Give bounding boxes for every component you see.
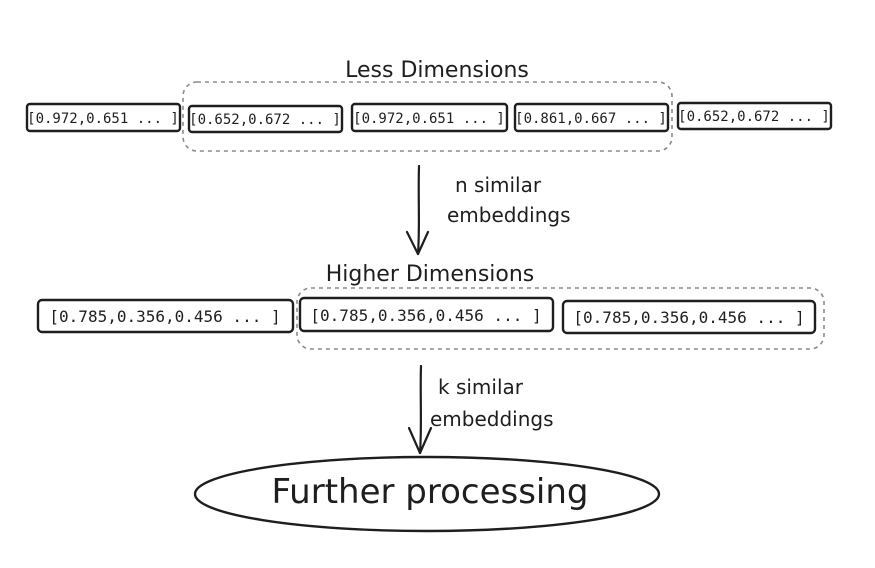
higher-dimensions-group-outline: [296, 287, 825, 350]
vector-value: [0.652,0.672 ... ]: [678, 109, 830, 125]
vector-box: [561, 299, 817, 335]
higher-dimensions-title: Higher Dimensions: [326, 262, 535, 287]
higher-vector-1: [0.785,0.356,0.456 ... ]: [36, 298, 295, 334]
less-vector-2: [0.652,0.672 ... ]: [187, 104, 344, 134]
less-vector-5: [0.652,0.672 ... ]: [676, 101, 833, 131]
arrow-down-2: [407, 364, 433, 455]
arrow1-label-line1: n similar: [455, 173, 542, 197]
higher-vector-3: [0.785,0.356,0.456 ... ]: [561, 299, 817, 335]
vector-box: [513, 102, 670, 133]
arrow-down-1: [405, 164, 430, 256]
vector-value: [0.785,0.356,0.456 ... ]: [49, 307, 280, 326]
vector-box: [36, 298, 295, 334]
vector-box: [298, 296, 555, 333]
vector-box: [676, 101, 833, 131]
vector-box: [350, 102, 509, 133]
vector-box: [25, 102, 182, 133]
arrow1-label-line2: embeddings: [447, 203, 571, 227]
vector-box: [187, 104, 344, 134]
higher-vector-2: [0.785,0.356,0.456 ... ]: [298, 296, 555, 333]
arrow2-label-line2: embeddings: [430, 407, 554, 431]
arrow-shaft: [416, 164, 421, 256]
arrow2-label-line1: k similar: [438, 375, 524, 399]
vector-value: [0.972,0.651 ... ]: [27, 111, 179, 127]
vector-value: [0.972,0.651 ... ]: [353, 111, 505, 127]
arrow-head: [405, 230, 430, 256]
less-vector-4: [0.861,0.667 ... ]: [513, 102, 670, 133]
less-dimensions-group-outline: [182, 81, 673, 152]
less-dimensions-title: Less Dimensions: [345, 58, 529, 83]
arrow-shaft: [418, 364, 423, 455]
vector-value: [0.861,0.667 ... ]: [515, 111, 667, 127]
vector-value: [0.652,0.672 ... ]: [189, 112, 341, 128]
process-ellipse: [193, 455, 661, 533]
vector-value: [0.785,0.356,0.456 ... ]: [573, 308, 804, 327]
vector-value: [0.785,0.356,0.456 ... ]: [310, 306, 541, 325]
less-vector-1: [0.972,0.651 ... ]: [25, 102, 182, 133]
less-vector-3: [0.972,0.651 ... ]: [350, 102, 509, 133]
process-label: Further processing: [271, 472, 588, 512]
arrow-head: [407, 426, 433, 455]
further-processing-node: Further processing: [193, 455, 661, 533]
